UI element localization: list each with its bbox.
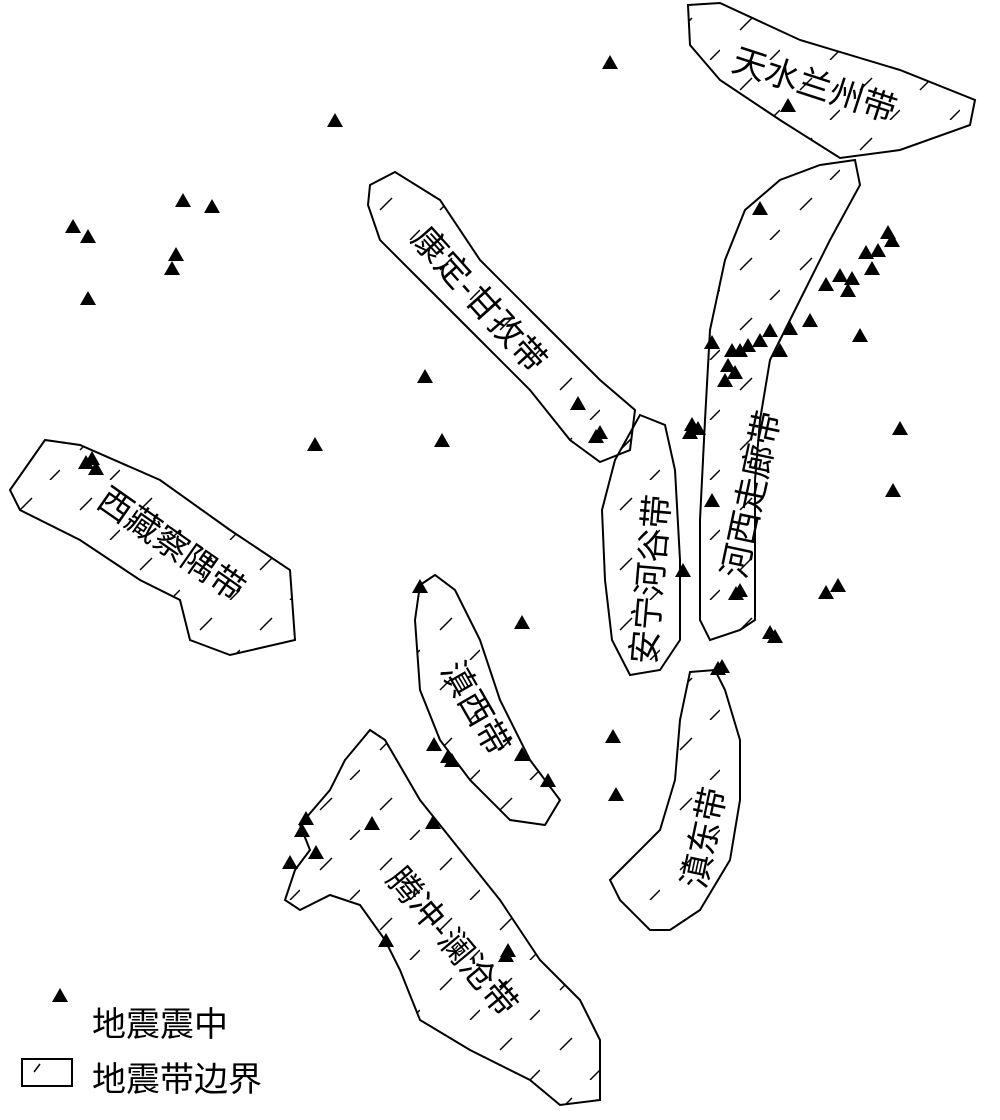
epicenters — [65, 55, 908, 962]
legend-epicenter-icon — [52, 988, 68, 1002]
epicenter-marker — [780, 98, 796, 112]
epicenter-marker — [570, 396, 586, 410]
epicenter-marker — [417, 369, 433, 383]
epicenter-marker — [892, 421, 908, 435]
zone-xizang: 西藏察隅带 — [8, 438, 297, 657]
epicenter-marker — [378, 933, 394, 947]
epicenter-marker — [852, 328, 868, 342]
epicenter-marker — [885, 483, 901, 497]
epicenter-marker — [175, 193, 191, 207]
epicenter-marker — [704, 335, 720, 349]
zone-diandong: 滇东带 — [608, 668, 741, 931]
legend-epicenter-label: 地震震中 — [92, 1005, 228, 1045]
epicenter-marker — [858, 245, 874, 259]
epicenter-marker — [752, 201, 768, 215]
epicenter-marker — [740, 338, 756, 352]
epicenter-marker — [426, 737, 442, 751]
epicenter-marker — [605, 729, 621, 743]
zone-hexi: 河西走廊带 — [699, 158, 862, 642]
epicenter-marker — [840, 283, 856, 297]
epicenter-marker — [752, 333, 768, 347]
epicenter-marker — [870, 243, 886, 257]
epicenter-marker — [327, 113, 343, 127]
epicenter-marker — [80, 229, 96, 243]
epicenter-marker — [772, 343, 788, 357]
epicenter-marker — [444, 753, 460, 767]
epicenter-marker — [818, 277, 834, 291]
epicenter-marker — [412, 579, 428, 593]
epicenter-marker — [704, 493, 720, 507]
legend-zone-icon — [21, 1058, 73, 1087]
epicenter-marker — [168, 247, 184, 261]
epicenter-marker — [88, 461, 104, 475]
epicenter-marker — [602, 55, 618, 69]
epicenter-marker — [608, 787, 624, 801]
epicenter-marker — [717, 373, 733, 387]
epicenter-marker — [80, 291, 96, 305]
epicenter-marker — [724, 343, 740, 357]
zone-anning: 安宁河谷带 — [600, 413, 681, 677]
epicenter-marker — [767, 629, 783, 643]
epicenter-marker — [782, 321, 798, 335]
epicenter-marker — [588, 429, 604, 443]
zone-kangding: 康定-甘孜带 — [366, 170, 637, 464]
epicenter-marker — [762, 323, 778, 337]
epicenter-marker — [204, 199, 220, 213]
epicenter-marker — [514, 747, 530, 761]
epicenter-marker — [720, 358, 736, 372]
epicenter-marker — [434, 433, 450, 447]
epicenter-marker — [832, 268, 848, 282]
epicenter-marker — [710, 661, 726, 675]
epicenter-marker — [425, 815, 441, 829]
epicenter-marker — [540, 773, 556, 787]
epicenter-marker — [727, 365, 743, 379]
epicenter-marker — [844, 271, 860, 285]
epicenter-marker — [818, 585, 834, 599]
epicenter-marker — [164, 261, 180, 275]
zone-tianshui: 天水兰州带 — [686, 1, 977, 160]
epicenter-marker — [307, 437, 323, 451]
epicenter-marker — [498, 948, 514, 962]
epicenter-marker — [282, 855, 298, 869]
epicenter-marker — [690, 421, 706, 435]
zone-label: 康定-甘孜带 — [403, 219, 554, 381]
epicenter-marker — [884, 233, 900, 247]
epicenter-marker — [682, 425, 698, 439]
epicenter-marker — [364, 816, 380, 830]
zone-dianxi: 滇西带 — [413, 573, 562, 827]
epicenter-marker — [78, 455, 94, 469]
epicenter-marker — [65, 219, 81, 233]
epicenter-marker — [294, 823, 310, 837]
epicenter-marker — [728, 586, 744, 600]
epicenter-marker — [830, 578, 846, 592]
epicenter-marker — [802, 313, 818, 327]
epicenter-marker — [675, 563, 691, 577]
epicenter-marker — [308, 845, 324, 859]
epicenter-marker — [864, 261, 880, 275]
epicenter-marker — [298, 811, 314, 825]
legend-zone-boundary-label: 地震带边界 — [92, 1060, 262, 1100]
epicenter-marker — [514, 615, 530, 629]
